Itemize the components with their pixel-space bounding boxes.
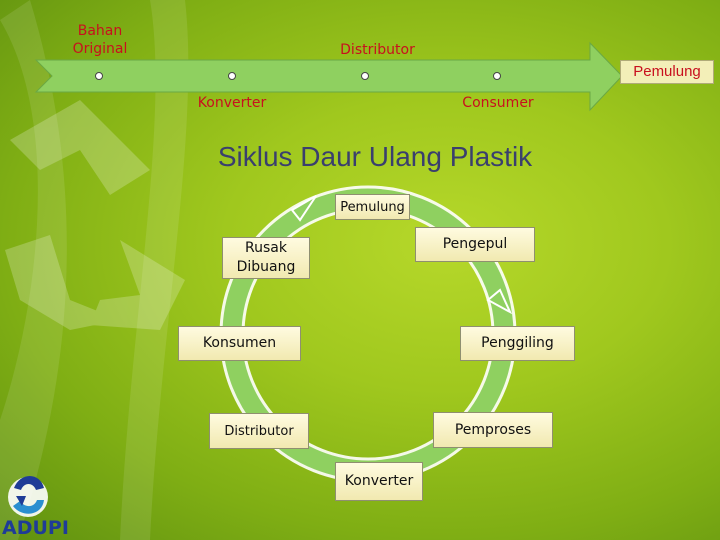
- cycle-node-pengepul: Pengepul: [415, 227, 535, 262]
- decor-stripe: [120, 0, 189, 540]
- timeline-label-consumer: Consumer: [462, 95, 534, 111]
- decor-stripe: [0, 0, 67, 540]
- cycle-node-penggiling: Penggiling: [460, 326, 575, 361]
- cycle-node-pemulung: Pemulung: [335, 194, 410, 220]
- cycle-node-konverter: Konverter: [335, 462, 423, 501]
- timeline-label-distributor: Distributor: [340, 42, 415, 58]
- adupi-logo-icon: [8, 476, 48, 517]
- cycle-arrowhead: [290, 195, 317, 222]
- cycle-node-konsumen: Konsumen: [178, 326, 301, 361]
- cycle-node-pemproses: Pemproses: [433, 412, 553, 448]
- timeline-arrow: [34, 41, 623, 112]
- timeline-dot: [95, 72, 103, 80]
- adupi-logo-text: ADUPI: [2, 517, 69, 539]
- cycle-node-distributor: Distributor: [209, 413, 309, 449]
- recycle-watermark-icon: [5, 100, 185, 330]
- timeline-end-label: Pemulung: [620, 60, 714, 84]
- diagram-title: Siklus Daur Ulang Plastik: [217, 141, 533, 172]
- cycle-arrowhead: [486, 288, 513, 315]
- timeline-label-bahan-original: Bahan Original: [72, 23, 128, 57]
- cycle-node-rusak-dibuang: Rusak Dibuang: [222, 237, 310, 279]
- timeline-label-konverter: Konverter: [197, 95, 267, 111]
- timeline-dot: [361, 72, 369, 80]
- timeline-dot: [493, 72, 501, 80]
- timeline-dot: [228, 72, 236, 80]
